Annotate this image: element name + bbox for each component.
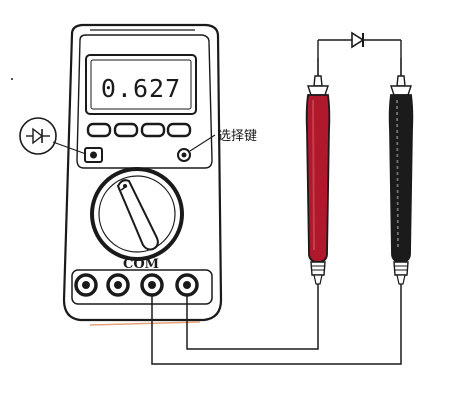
red-probe-plug	[310, 261, 326, 276]
jack-1-hole	[82, 281, 90, 289]
lcd-reading: 0.627	[101, 74, 181, 103]
diode-icon	[32, 127, 44, 145]
input-jacks	[74, 273, 199, 297]
function-button-1[interactable]	[86, 122, 112, 138]
black-probe-highlight	[396, 99, 399, 251]
jack-com-hole	[148, 281, 156, 289]
jack-v-ohm-hole	[183, 281, 191, 289]
function-button-2[interactable]	[113, 122, 139, 138]
multimeter-inner-bezel	[76, 34, 213, 169]
diode-callout-leader	[52, 141, 87, 155]
black-test-probe	[388, 58, 414, 285]
lcd-inner	[90, 59, 192, 110]
red-probe-tip-cone	[313, 75, 323, 87]
black-probe-boot	[396, 274, 406, 285]
black-probe-plug	[393, 261, 409, 276]
diode-callout-circle	[19, 117, 57, 155]
diode-under-test	[317, 31, 402, 58]
red-lead-wire	[186, 284, 319, 350]
select-key-leader	[189, 134, 216, 152]
rotary-dial-pointer	[116, 179, 159, 251]
red-probe-highlight	[312, 99, 315, 251]
diode-triangle	[351, 31, 365, 49]
com-label: COM	[123, 257, 159, 272]
function-buttons	[86, 122, 192, 138]
red-probe-handle	[305, 94, 331, 263]
function-button-4[interactable]	[166, 122, 192, 138]
function-button-3[interactable]	[140, 122, 166, 138]
red-test-probe	[305, 58, 331, 285]
select-key-label: 选择键	[218, 129, 257, 144]
diode-symbol-callout	[19, 117, 87, 155]
black-lead-wire	[151, 284, 402, 365]
rotary-dial-marker	[123, 184, 127, 188]
red-probe-collar	[307, 85, 329, 96]
black-probe-collar	[390, 85, 412, 96]
red-probe-boot	[313, 274, 323, 285]
select-key-dot	[181, 152, 187, 158]
rotary-dial-inner	[98, 175, 176, 253]
stray-dot	[11, 78, 13, 80]
black-probe-tip-cone	[396, 75, 406, 87]
jack-2-hole	[114, 281, 122, 289]
orange-edge-hint	[89, 321, 201, 326]
multimeter: 0.627 COM	[62, 23, 223, 326]
select-key-callout: 选择键	[189, 129, 257, 152]
lcd-screen	[85, 54, 197, 115]
black-probe-handle	[388, 94, 414, 263]
diode-mode-button-dot	[90, 151, 97, 159]
lead-wires	[151, 284, 402, 365]
